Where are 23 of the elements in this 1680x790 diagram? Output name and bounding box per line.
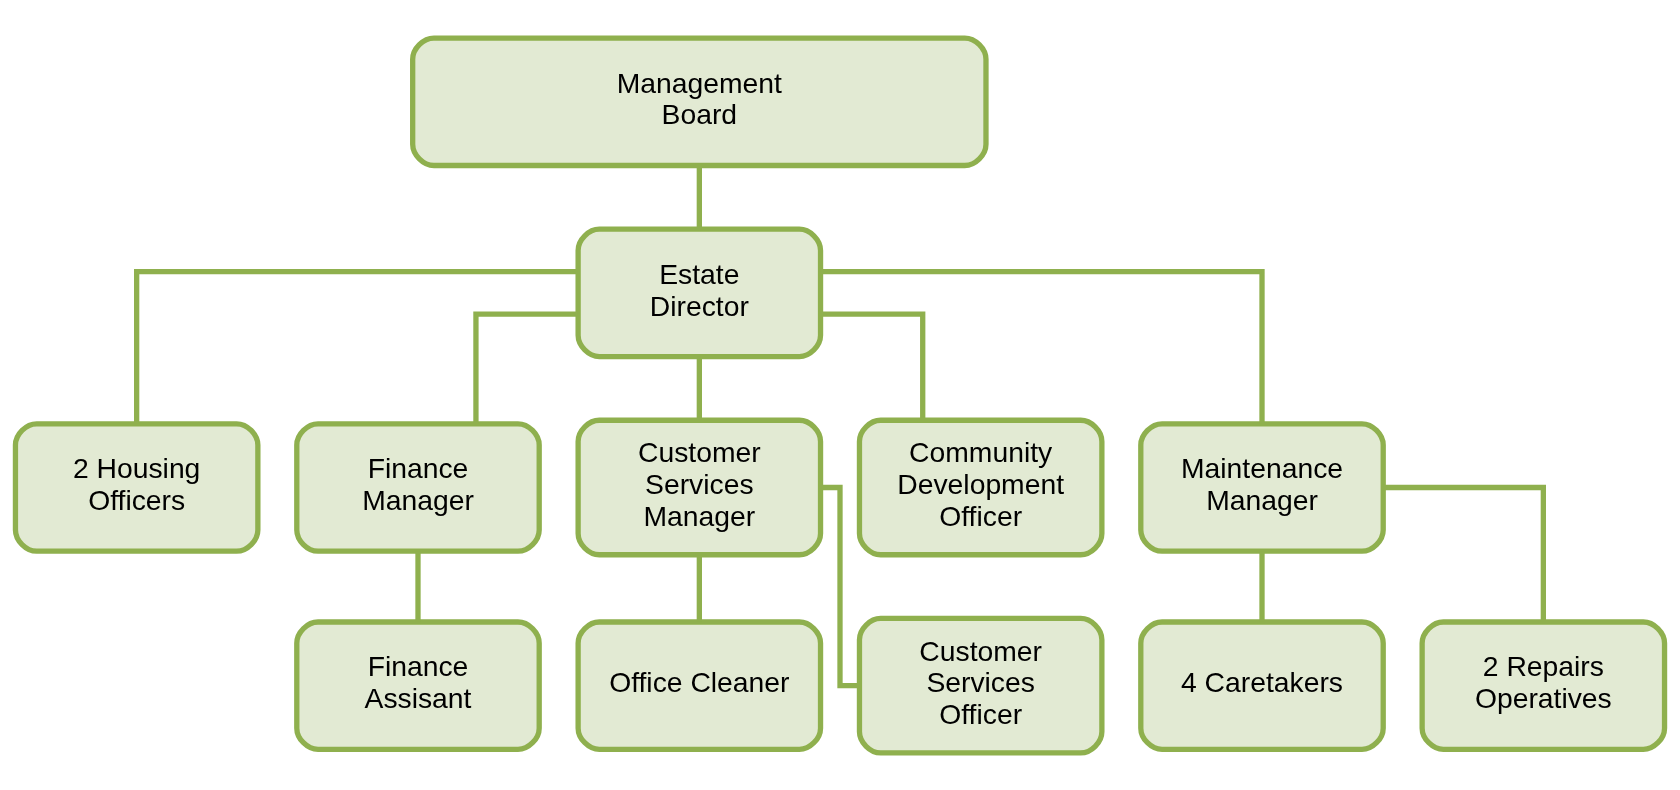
node-box: Office Cleaner bbox=[575, 618, 824, 752]
node-box: Customer Services Officer bbox=[856, 615, 1105, 756]
connector bbox=[820, 268, 1265, 423]
node-box: 2 Housing Officers bbox=[12, 420, 261, 554]
connector bbox=[696, 554, 702, 622]
connector bbox=[696, 356, 702, 420]
connector bbox=[1259, 550, 1265, 621]
connector bbox=[415, 550, 421, 621]
node-box: Management Board bbox=[410, 34, 989, 168]
node-box: 4 Caretakers bbox=[1138, 618, 1386, 752]
node-box: Maintenance Manager bbox=[1138, 420, 1386, 554]
connector bbox=[820, 310, 926, 420]
node-box: Finance Assisant bbox=[294, 618, 542, 752]
node-box: Finance Manager bbox=[294, 420, 542, 554]
connector bbox=[1383, 484, 1546, 622]
connector bbox=[134, 268, 578, 423]
node-box: 2 Repairs Operatives bbox=[1419, 618, 1668, 752]
connector bbox=[821, 484, 859, 688]
node-box: Estate Director bbox=[575, 226, 824, 359]
node-box: Community Development Officer bbox=[856, 417, 1105, 557]
connector bbox=[473, 310, 578, 423]
node-box: Customer Services Manager bbox=[575, 417, 824, 557]
connector bbox=[696, 165, 702, 229]
